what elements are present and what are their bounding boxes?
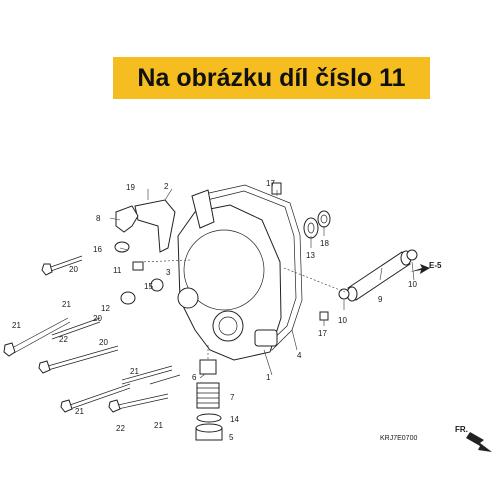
callout-20c: 20 xyxy=(99,338,108,347)
callout-14: 14 xyxy=(230,415,239,424)
callout-13: 13 xyxy=(306,251,315,260)
callout-17b: 17 xyxy=(318,329,327,338)
strainer-stack xyxy=(195,359,223,441)
highlight-banner: Na obrázku díl číslo 11 xyxy=(113,57,430,99)
bracket-arm xyxy=(191,189,215,229)
alignment-line-3 xyxy=(283,267,346,293)
callout-21c: 21 xyxy=(130,367,139,376)
reference-e5-label: E-5 xyxy=(429,261,442,270)
callout-19: 19 xyxy=(126,183,135,192)
callout-21d: 21 xyxy=(75,407,84,416)
callout-22b: 22 xyxy=(116,424,125,433)
callout-22a: 22 xyxy=(59,335,68,344)
callout-5: 5 xyxy=(229,433,234,442)
callout-4: 4 xyxy=(297,351,302,360)
alignment-line-1 xyxy=(139,259,191,263)
callout-10a: 10 xyxy=(408,280,417,289)
bolt-set-left xyxy=(3,255,181,413)
part-11-grommet xyxy=(132,261,144,271)
reference-e5-arrow xyxy=(410,264,430,274)
cover-boss-right xyxy=(254,329,278,347)
callout-6: 6 xyxy=(192,373,197,382)
callout-21a: 21 xyxy=(62,300,71,309)
callout-16: 16 xyxy=(93,245,102,254)
callout-9: 9 xyxy=(378,295,383,304)
callout-10b: 10 xyxy=(338,316,347,325)
callout-7: 7 xyxy=(230,393,235,402)
callout-2: 2 xyxy=(164,182,169,191)
callout-12: 12 xyxy=(101,304,110,313)
callout-1: 1 xyxy=(266,373,271,382)
leader-lines xyxy=(109,188,415,379)
callout-21e: 21 xyxy=(154,421,163,430)
callout-17a: 17 xyxy=(266,179,275,188)
callout-15: 15 xyxy=(144,282,153,291)
bracket xyxy=(134,199,176,253)
callout-20b: 20 xyxy=(93,314,102,323)
banner-text: Na obrázku díl číslo 11 xyxy=(137,63,406,92)
callout-18: 18 xyxy=(320,239,329,248)
callout-11: 11 xyxy=(113,266,122,275)
part-15-seal xyxy=(150,278,164,292)
diagram-code: KRJ7E0700 xyxy=(380,435,417,442)
cover-oil-port xyxy=(212,310,244,342)
callout-20a: 20 xyxy=(69,265,78,274)
dipstick-cap xyxy=(115,205,139,233)
callout-8: 8 xyxy=(96,214,101,223)
callout-3: 3 xyxy=(166,268,171,277)
callout-21b: 21 xyxy=(12,321,21,330)
part-12-seal xyxy=(120,291,136,305)
front-direction-label: FR. xyxy=(455,425,468,434)
cover-filler-hole xyxy=(177,287,199,309)
right-side-parts xyxy=(271,182,418,321)
o-ring-16 xyxy=(114,241,130,253)
cover-oil-port-inner xyxy=(218,316,238,336)
front-direction-arrow xyxy=(466,432,492,452)
cover-large-bore xyxy=(183,229,265,311)
